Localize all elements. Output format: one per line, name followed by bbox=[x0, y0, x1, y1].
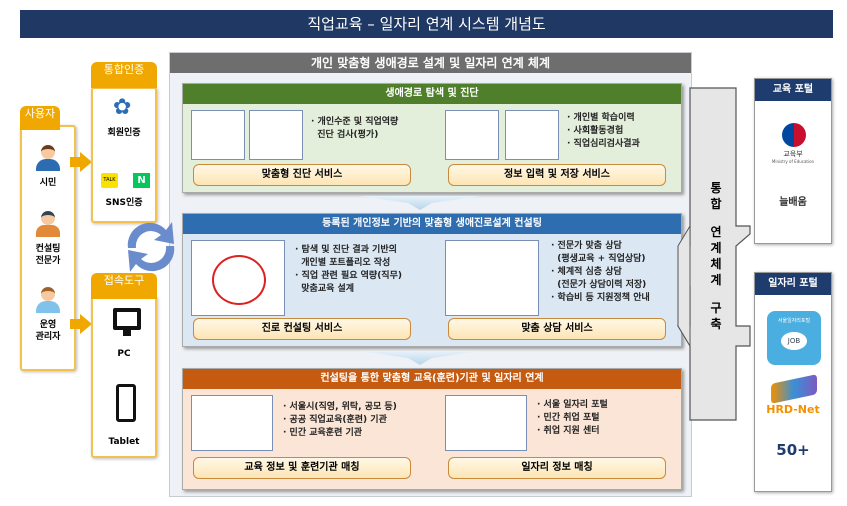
hrd-net-logo[interactable]: HRD-Net bbox=[766, 403, 820, 416]
profile-search-icon bbox=[445, 110, 499, 160]
bullet-list: · 탐색 및 진단 결과 기반의 개인별 포트폴리오 작성· 직업 관련 필요 … bbox=[295, 245, 402, 294]
users-panel: 시민 컨설팅 전문가 운영 관리자 bbox=[20, 125, 76, 371]
section-header: 생애경로 탐색 및 진단 bbox=[183, 84, 681, 104]
user-citizen: 시민 bbox=[39, 178, 57, 188]
hrd-net-graphic bbox=[771, 374, 817, 404]
bullet-list: · 전문가 맞춤 상담 (평생교육 + 직업상담)· 체계적 심층 상담 (전문… bbox=[551, 241, 650, 303]
section-diagnosis: 생애경로 탐색 및 진단 · 개인수준 및 직업역량 진단 검사(평가) 맞춤형… bbox=[182, 83, 682, 193]
seoul-logo-icon: ✿ bbox=[113, 95, 132, 120]
section-header: 등록된 개인정보 기반의 맞춤형 생애진로설계 컨설팅 bbox=[183, 214, 681, 234]
education-portal-panel: 교육 포털 교육부 Ministry of Education 늘배움 bbox=[754, 78, 832, 244]
kakao-talk-icon[interactable]: TALK bbox=[101, 173, 118, 188]
page-title: 직업교육 – 일자리 연계 시스템 개념도 bbox=[20, 10, 833, 38]
diagnosis-service-button[interactable]: 맞춤형 진단 서비스 bbox=[193, 164, 411, 186]
main-header: 개인 맞춤형 생애경로 설계 및 일자리 연계 체계 bbox=[170, 53, 691, 73]
checklist-icon bbox=[191, 110, 245, 160]
main-panel: 개인 맞춤형 생애경로 설계 및 일자리 연계 체계 생애경로 탐색 및 진단 … bbox=[169, 52, 692, 497]
custom-counseling-service-button[interactable]: 맞춤 상담 서비스 bbox=[448, 318, 666, 340]
flow-down-arrow-icon bbox=[360, 351, 480, 365]
neulbaeum-logo[interactable]: 늘배움 bbox=[779, 197, 807, 208]
tablet-label: Tablet bbox=[108, 437, 140, 447]
section-header: 컨설팅을 통한 맞춤형 교육(훈련)기관 및 일자리 연계 bbox=[183, 369, 681, 389]
citizen-icon bbox=[36, 145, 60, 173]
pc-label: PC bbox=[117, 349, 131, 359]
bullet-list: · 개인수준 및 직업역량 진단 검사(평가) bbox=[311, 117, 399, 140]
arrow-right-icon bbox=[70, 314, 92, 334]
sns-auth-label[interactable]: SNS인증 bbox=[105, 198, 143, 208]
portfolio-cycle-icon bbox=[191, 240, 285, 316]
pc-icon bbox=[113, 308, 141, 330]
section-linkage: 컨설팅을 통한 맞춤형 교육(훈련)기관 및 일자리 연계 · 서울시(직영, … bbox=[182, 368, 682, 490]
consultant-icon bbox=[36, 211, 60, 239]
job-building-icon bbox=[445, 395, 527, 451]
integration-double-arrow-icon bbox=[676, 87, 751, 421]
job-portal-header: 일자리 포털 bbox=[755, 273, 831, 295]
ministry-logo-text: 교육부 bbox=[783, 150, 803, 158]
counseling-icon bbox=[445, 240, 539, 316]
naver-icon[interactable]: N bbox=[133, 173, 150, 188]
school-icon bbox=[191, 395, 273, 451]
education-portal-header: 교육 포털 bbox=[755, 79, 831, 101]
ministry-of-education-logo[interactable] bbox=[782, 123, 806, 147]
bullet-list: · 서울 일자리 포털· 민간 취업 포털· 취업 지원 센터 bbox=[537, 400, 608, 436]
flow-down-arrow-icon bbox=[360, 196, 480, 210]
arrow-right-icon bbox=[70, 152, 92, 172]
bullet-list: · 개인별 학습이력· 사회활동경험· 직업심리검사결과 bbox=[567, 113, 640, 149]
job-matching-button[interactable]: 일자리 정보 매칭 bbox=[448, 457, 666, 479]
bar-chart-icon bbox=[249, 110, 303, 160]
bullet-list: · 서울시(직영, 위탁, 공모 등)· 공공 직업교육(훈련) 기관· 민간 … bbox=[283, 402, 397, 438]
info-storage-service-button[interactable]: 정보 입력 및 저장 서비스 bbox=[448, 164, 666, 186]
section-consulting: 등록된 개인정보 기반의 맞춤형 생애진로설계 컨설팅 · 탐색 및 진단 결과… bbox=[182, 213, 682, 347]
ministry-logo-subtext: Ministry of Education bbox=[771, 159, 815, 164]
admin-icon bbox=[36, 287, 60, 315]
access-panel: PC Tablet bbox=[91, 296, 157, 458]
id-card-icon bbox=[505, 110, 559, 160]
auth-panel: ✿ 회원인증 TALK N SNS인증 bbox=[91, 87, 157, 223]
education-matching-button[interactable]: 교육 정보 및 훈련기관 매칭 bbox=[193, 457, 411, 479]
user-admin: 운영 관리자 bbox=[35, 320, 61, 342]
users-header: 사용자 bbox=[20, 106, 60, 130]
sync-refresh-icon bbox=[127, 222, 175, 272]
access-header: 접속도구 bbox=[91, 273, 157, 299]
auth-header: 통합인증 bbox=[91, 62, 157, 88]
user-consultant: 컨설팅 전문가 bbox=[35, 244, 61, 266]
member-auth-label[interactable]: 회원인증 bbox=[107, 128, 141, 138]
career-consulting-service-button[interactable]: 진로 컨설팅 서비스 bbox=[193, 318, 411, 340]
tablet-icon bbox=[116, 384, 136, 422]
fifty-plus-logo[interactable]: 50+ bbox=[776, 441, 810, 459]
pc-stand bbox=[123, 330, 131, 336]
